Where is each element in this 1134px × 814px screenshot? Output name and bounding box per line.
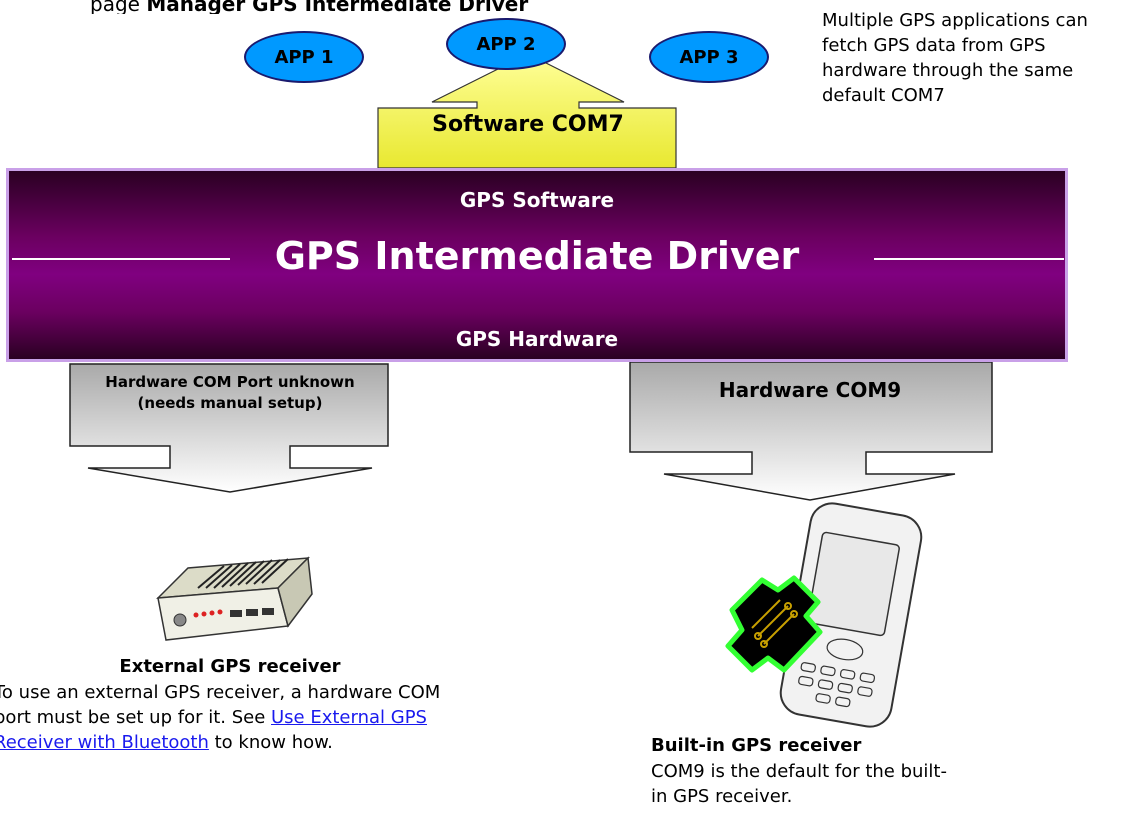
hardware-com-unknown-label: Hardware COM Port unknown (needs manual … bbox=[105, 373, 355, 412]
gps-chip-icon bbox=[725, 575, 823, 673]
multi-app-note: Multiple GPS applications can fetch GPS … bbox=[822, 10, 1088, 106]
software-com7-label: Software COM7 bbox=[432, 112, 624, 137]
builtin-gps-description: COM9 is the default for the built-in GPS… bbox=[651, 761, 947, 807]
external-gps-description: To use an external GPS receiver, a hardw… bbox=[0, 680, 454, 755]
gps-software-label: GPS Software bbox=[459, 188, 615, 212]
app-3-ellipse: APP 3 bbox=[649, 31, 769, 83]
app-2-ellipse: APP 2 bbox=[446, 18, 566, 70]
header-text-clipped: page Manager GPS Intermediate Driver bbox=[90, 0, 529, 14]
built-in-gps-phone-image bbox=[779, 502, 923, 728]
external-gps-receiver-image bbox=[156, 556, 313, 641]
external-gps-bluetooth-link[interactable]: Use External GPS Receiver with Bluetooth bbox=[0, 707, 427, 753]
gps-intermediate-driver-box bbox=[6, 168, 1068, 362]
external-gps-label: External GPS receiver bbox=[119, 656, 341, 677]
driver-divider-left bbox=[12, 258, 230, 260]
driver-divider-right bbox=[874, 258, 1064, 260]
hardware-com9-label: Hardware COM9 bbox=[718, 378, 902, 402]
driver-title: GPS Intermediate Driver bbox=[274, 234, 800, 278]
gps-hardware-label: GPS Hardware bbox=[455, 327, 619, 351]
builtin-gps-label: Built-in GPS receiver bbox=[651, 735, 862, 756]
app-1-ellipse: APP 1 bbox=[244, 31, 364, 83]
